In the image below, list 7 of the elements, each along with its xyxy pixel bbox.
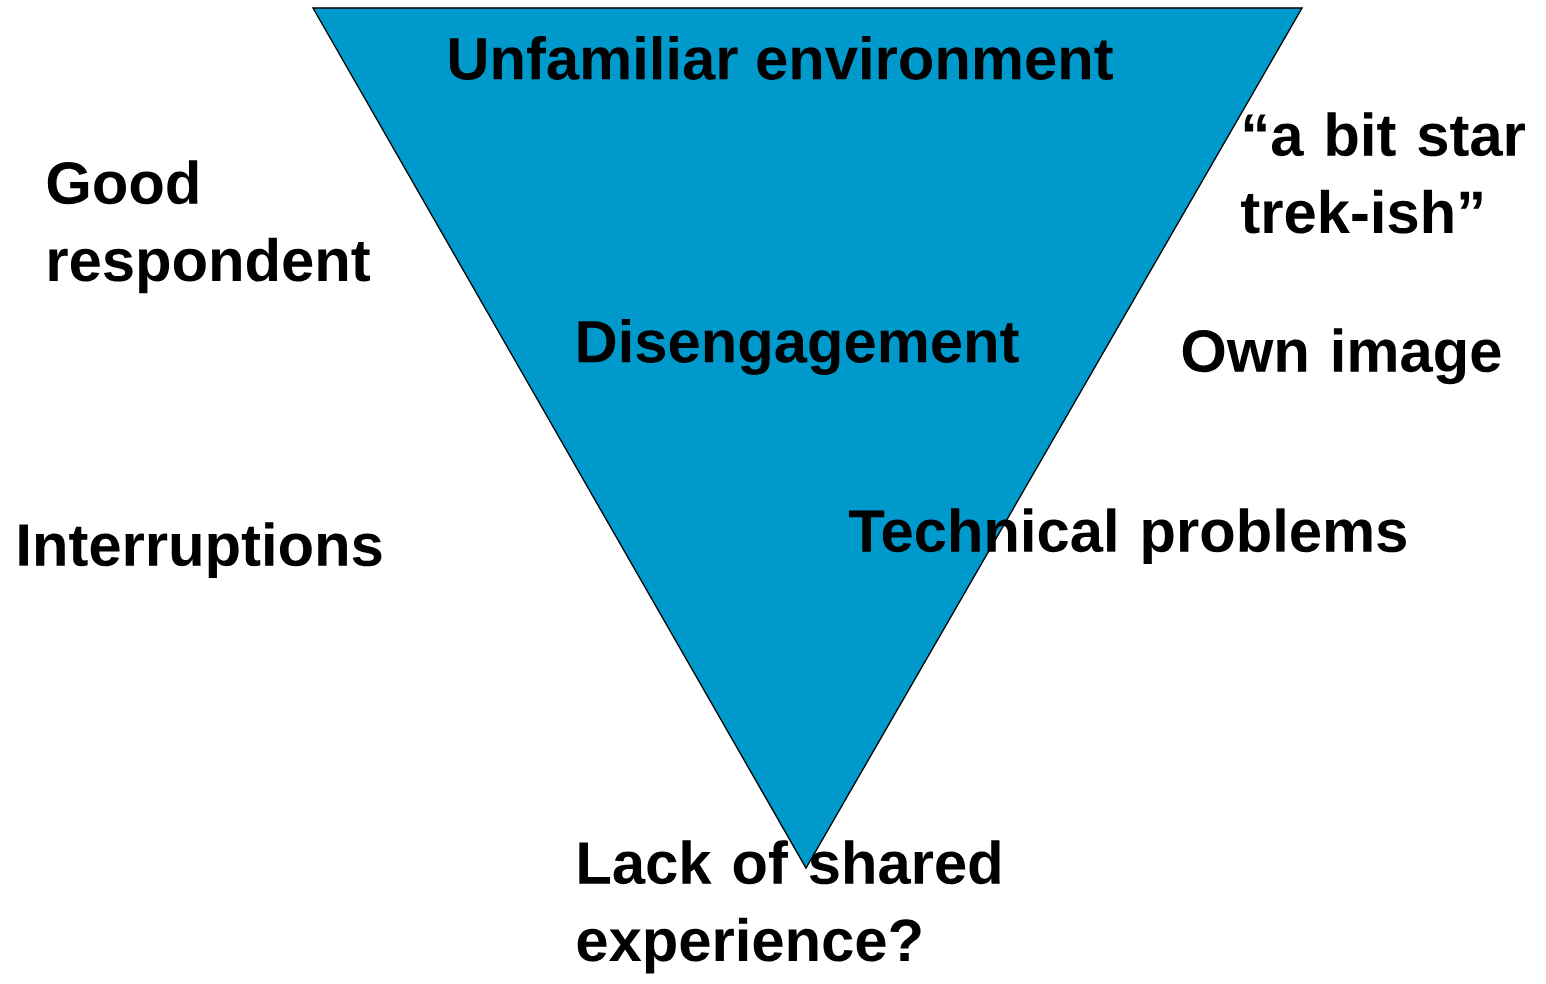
label-text: Good respondent xyxy=(47,160,370,294)
triangle-text: Disengagement xyxy=(578,319,1019,375)
label-text: Own image xyxy=(1182,328,1501,385)
triangle-text: Unfamiliar environment xyxy=(449,36,1113,80)
label-text: Lack of shared experience? xyxy=(577,840,1000,974)
label-text: Interruptions xyxy=(19,522,382,579)
label-text: “a bit star trek-ish” xyxy=(1241,112,1525,234)
